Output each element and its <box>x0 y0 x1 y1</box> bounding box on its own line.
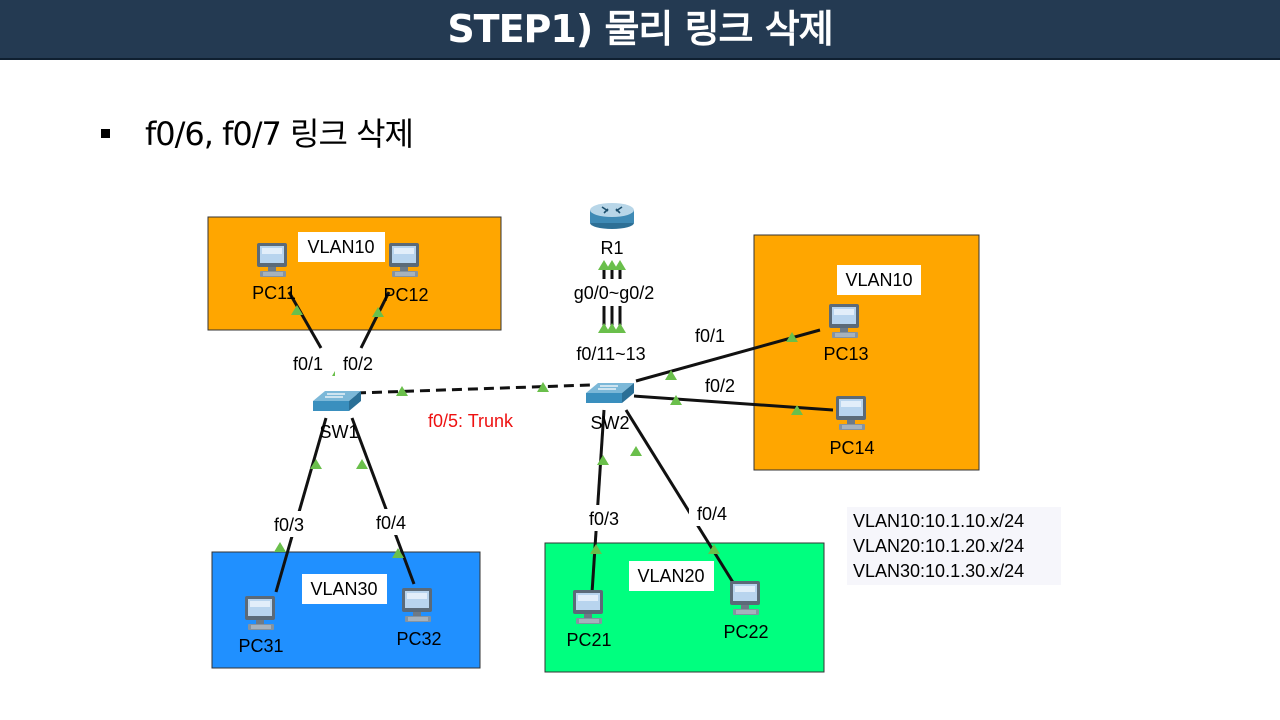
port-label-sw1-f02: f0/2 <box>343 354 373 374</box>
router-r1[interactable]: R1 <box>590 203 634 258</box>
pc-pc22[interactable]: PC22 <box>723 580 769 642</box>
zone-label: VLAN10 <box>307 237 374 257</box>
link-sw1-pc12 <box>359 291 391 349</box>
link-sw1-pc32 <box>350 417 416 585</box>
port-label-sw2-f04: f0/4 <box>697 504 727 524</box>
switch-sw1[interactable]: SW1 <box>312 390 362 442</box>
port-label-sw1-f03: f0/3 <box>274 515 304 535</box>
pc-label: PC13 <box>823 344 868 364</box>
zone-label: VLAN30 <box>310 579 377 599</box>
link-sw2-pc22 <box>624 409 736 585</box>
zone-label: VLAN20 <box>637 566 704 586</box>
pc-label: PC14 <box>829 438 874 458</box>
pc-label: PC32 <box>396 629 441 649</box>
pc-label: PC22 <box>723 622 768 642</box>
pc-label: PC21 <box>566 630 611 650</box>
pc-pc11[interactable]: PC11 <box>252 242 296 303</box>
port-label-sw1-f01: f0/1 <box>293 354 323 374</box>
slide-title: STEP1) 물리 링크 삭제 <box>447 7 833 51</box>
pc-pc12[interactable]: PC12 <box>383 242 429 305</box>
vlan-zone-pc13-pc14: VLAN10 <box>753 234 980 471</box>
link-sw1-pc11 <box>287 291 323 349</box>
pc-pc14[interactable]: PC14 <box>829 395 875 458</box>
pc-pc21[interactable]: PC21 <box>566 589 612 650</box>
switch-sw2[interactable]: SW2 <box>585 382 635 433</box>
pc-label: PC11 <box>252 283 296 303</box>
switch-label: SW1 <box>319 422 358 442</box>
port-labels: f0/1 f0/2 f0/3 f0/4 g0/0~g0/2 f0/11~13 f… <box>266 279 743 537</box>
vlan10-subnet: VLAN10:10.1.10.x/24 <box>853 511 1025 531</box>
link-sw2-pc14 <box>633 394 834 412</box>
pc-pc13[interactable]: PC13 <box>823 303 869 364</box>
zone-label: VLAN10 <box>845 270 912 290</box>
vlan-zone-pc11-pc12: VLAN10 <box>207 216 502 331</box>
port-label-sw1-f04: f0/4 <box>376 513 406 533</box>
vlan20-subnet: VLAN20:10.1.20.x/24 <box>853 536 1025 556</box>
vlan30-subnet: VLAN30:10.1.30.x/24 <box>853 561 1025 581</box>
pc-pc32[interactable]: PC32 <box>396 587 442 649</box>
title-bar: STEP1) 물리 링크 삭제 <box>0 0 1280 60</box>
port-label-sw2-f02: f0/2 <box>705 376 735 396</box>
vlan-subnet-legend: VLAN10:10.1.10.x/24 VLAN20:10.1.20.x/24 … <box>847 507 1061 585</box>
pc-pc31[interactable]: PC31 <box>238 595 284 656</box>
pc-label: PC31 <box>238 636 283 656</box>
port-label-router: g0/0~g0/2 <box>574 283 655 303</box>
port-label-sw2-f03: f0/3 <box>589 509 619 529</box>
link-sw2-pc21 <box>590 409 606 594</box>
bullet-marker <box>101 129 110 138</box>
trunk-label: f0/5: Trunk <box>428 411 514 431</box>
port-label-sw2-f01: f0/1 <box>695 326 725 346</box>
link-sw1-pc31 <box>274 417 328 593</box>
port-label-sw2-uplinks: f0/11~13 <box>576 344 645 364</box>
switch-label: SW2 <box>590 413 629 433</box>
link-trunk-sw1-sw2 <box>355 383 591 395</box>
pc-label: PC12 <box>383 285 428 305</box>
router-label: R1 <box>600 238 623 258</box>
bullet-text: f0/6, f0/7 링크 삭제 <box>145 115 414 153</box>
